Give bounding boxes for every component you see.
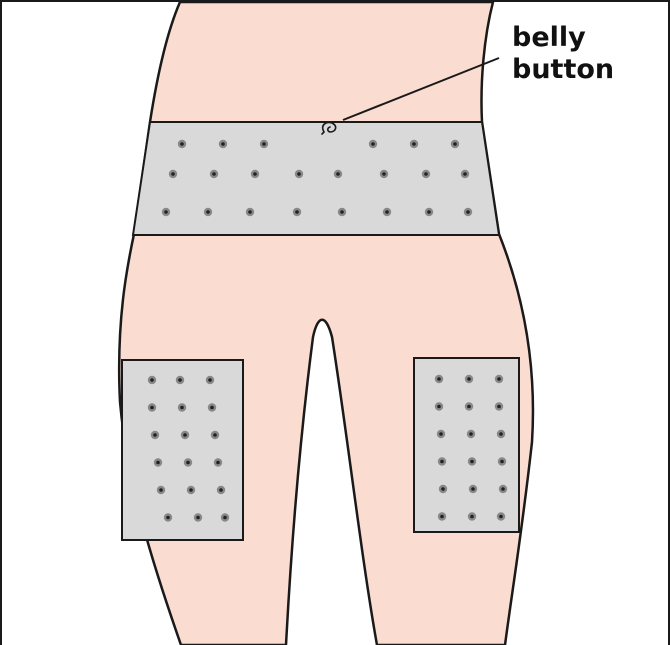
callout-line-2: button xyxy=(512,54,614,86)
abdomen-zone xyxy=(133,122,499,235)
injection-dot-center xyxy=(469,432,473,436)
injection-dot-center xyxy=(178,378,182,382)
injection-dot-center xyxy=(385,210,389,214)
injection-dot-center xyxy=(262,142,266,146)
injection-dot-center xyxy=(470,460,474,464)
injection-dot-center xyxy=(171,172,175,176)
injection-dot-center xyxy=(441,487,445,491)
injection-dot-center xyxy=(196,516,200,520)
injection-dot-center xyxy=(467,405,471,409)
injection-dot-center xyxy=(210,406,214,410)
injection-dot-center xyxy=(248,210,252,214)
injection-dot-center xyxy=(500,460,504,464)
injection-dot-center xyxy=(371,142,375,146)
injection-dot-center xyxy=(453,142,457,146)
belly-button-label: belly button xyxy=(512,22,614,87)
injection-dot-center xyxy=(156,461,160,465)
body-outline xyxy=(119,2,533,645)
injection-dot-center xyxy=(206,210,210,214)
injection-dot-center xyxy=(213,433,217,437)
injection-dot-center xyxy=(164,210,168,214)
injection-dot-center xyxy=(253,172,257,176)
injection-dot-center xyxy=(424,172,428,176)
injection-dot-center xyxy=(497,405,501,409)
injection-dot-center xyxy=(463,172,467,176)
injection-dot-center xyxy=(180,142,184,146)
injection-dot-center xyxy=(153,433,157,437)
right-thigh-zone xyxy=(414,358,519,532)
injection-dot-center xyxy=(212,172,216,176)
injection-dot-center xyxy=(437,405,441,409)
injection-dot-center xyxy=(467,377,471,381)
injection-dot-center xyxy=(180,406,184,410)
injection-dot-center xyxy=(216,461,220,465)
injection-dot-center xyxy=(186,461,190,465)
injection-dot-center xyxy=(501,487,505,491)
injection-dot-center xyxy=(189,488,193,492)
injection-dot-center xyxy=(439,432,443,436)
injection-dot-center xyxy=(223,516,227,520)
injection-dot-center xyxy=(297,172,301,176)
injection-dot-center xyxy=(382,172,386,176)
injection-dot-center xyxy=(470,515,474,519)
injection-dot-center xyxy=(427,210,431,214)
injection-dot-center xyxy=(499,432,503,436)
injection-dot-center xyxy=(471,487,475,491)
injection-dot-center xyxy=(219,488,223,492)
injection-dot-center xyxy=(440,515,444,519)
left-thigh-zone xyxy=(122,360,243,540)
injection-dot-center xyxy=(499,515,503,519)
injection-dot-center xyxy=(166,516,170,520)
injection-dot-center xyxy=(497,377,501,381)
injection-dot-center xyxy=(340,210,344,214)
injection-dot-center xyxy=(336,172,340,176)
injection-dot-center xyxy=(159,488,163,492)
callout-line-1: belly xyxy=(512,22,614,54)
injection-dot-center xyxy=(437,377,441,381)
injection-dot-center xyxy=(466,210,470,214)
injection-dot-center xyxy=(208,378,212,382)
injection-dot-center xyxy=(183,433,187,437)
injection-dot-center xyxy=(150,406,154,410)
injection-dot-center xyxy=(221,142,225,146)
injection-dot-center xyxy=(412,142,416,146)
injection-dot-center xyxy=(440,460,444,464)
injection-dot-center xyxy=(295,210,299,214)
injection-dot-center xyxy=(150,378,154,382)
